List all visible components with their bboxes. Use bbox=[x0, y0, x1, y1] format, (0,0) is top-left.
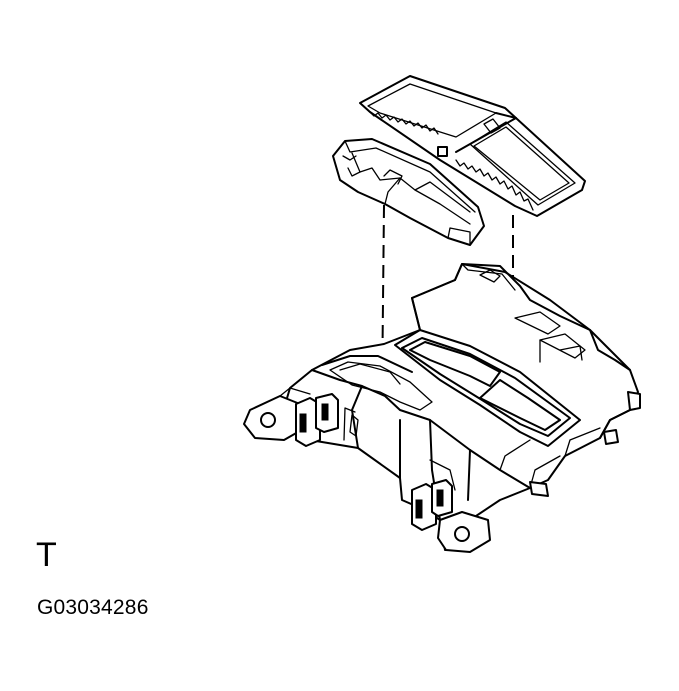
left-connector-clips bbox=[295, 393, 339, 447]
figure-code: G03034286 bbox=[37, 596, 149, 619]
shift-lever-housing bbox=[284, 263, 641, 551]
front-mounting-ear bbox=[437, 511, 491, 553]
front-connector-clips bbox=[411, 479, 453, 531]
slider-plate bbox=[332, 138, 485, 246]
left-mounting-ear bbox=[243, 387, 311, 441]
figure-letter-label: T bbox=[36, 536, 57, 574]
indicator-cover-plate bbox=[359, 75, 586, 217]
